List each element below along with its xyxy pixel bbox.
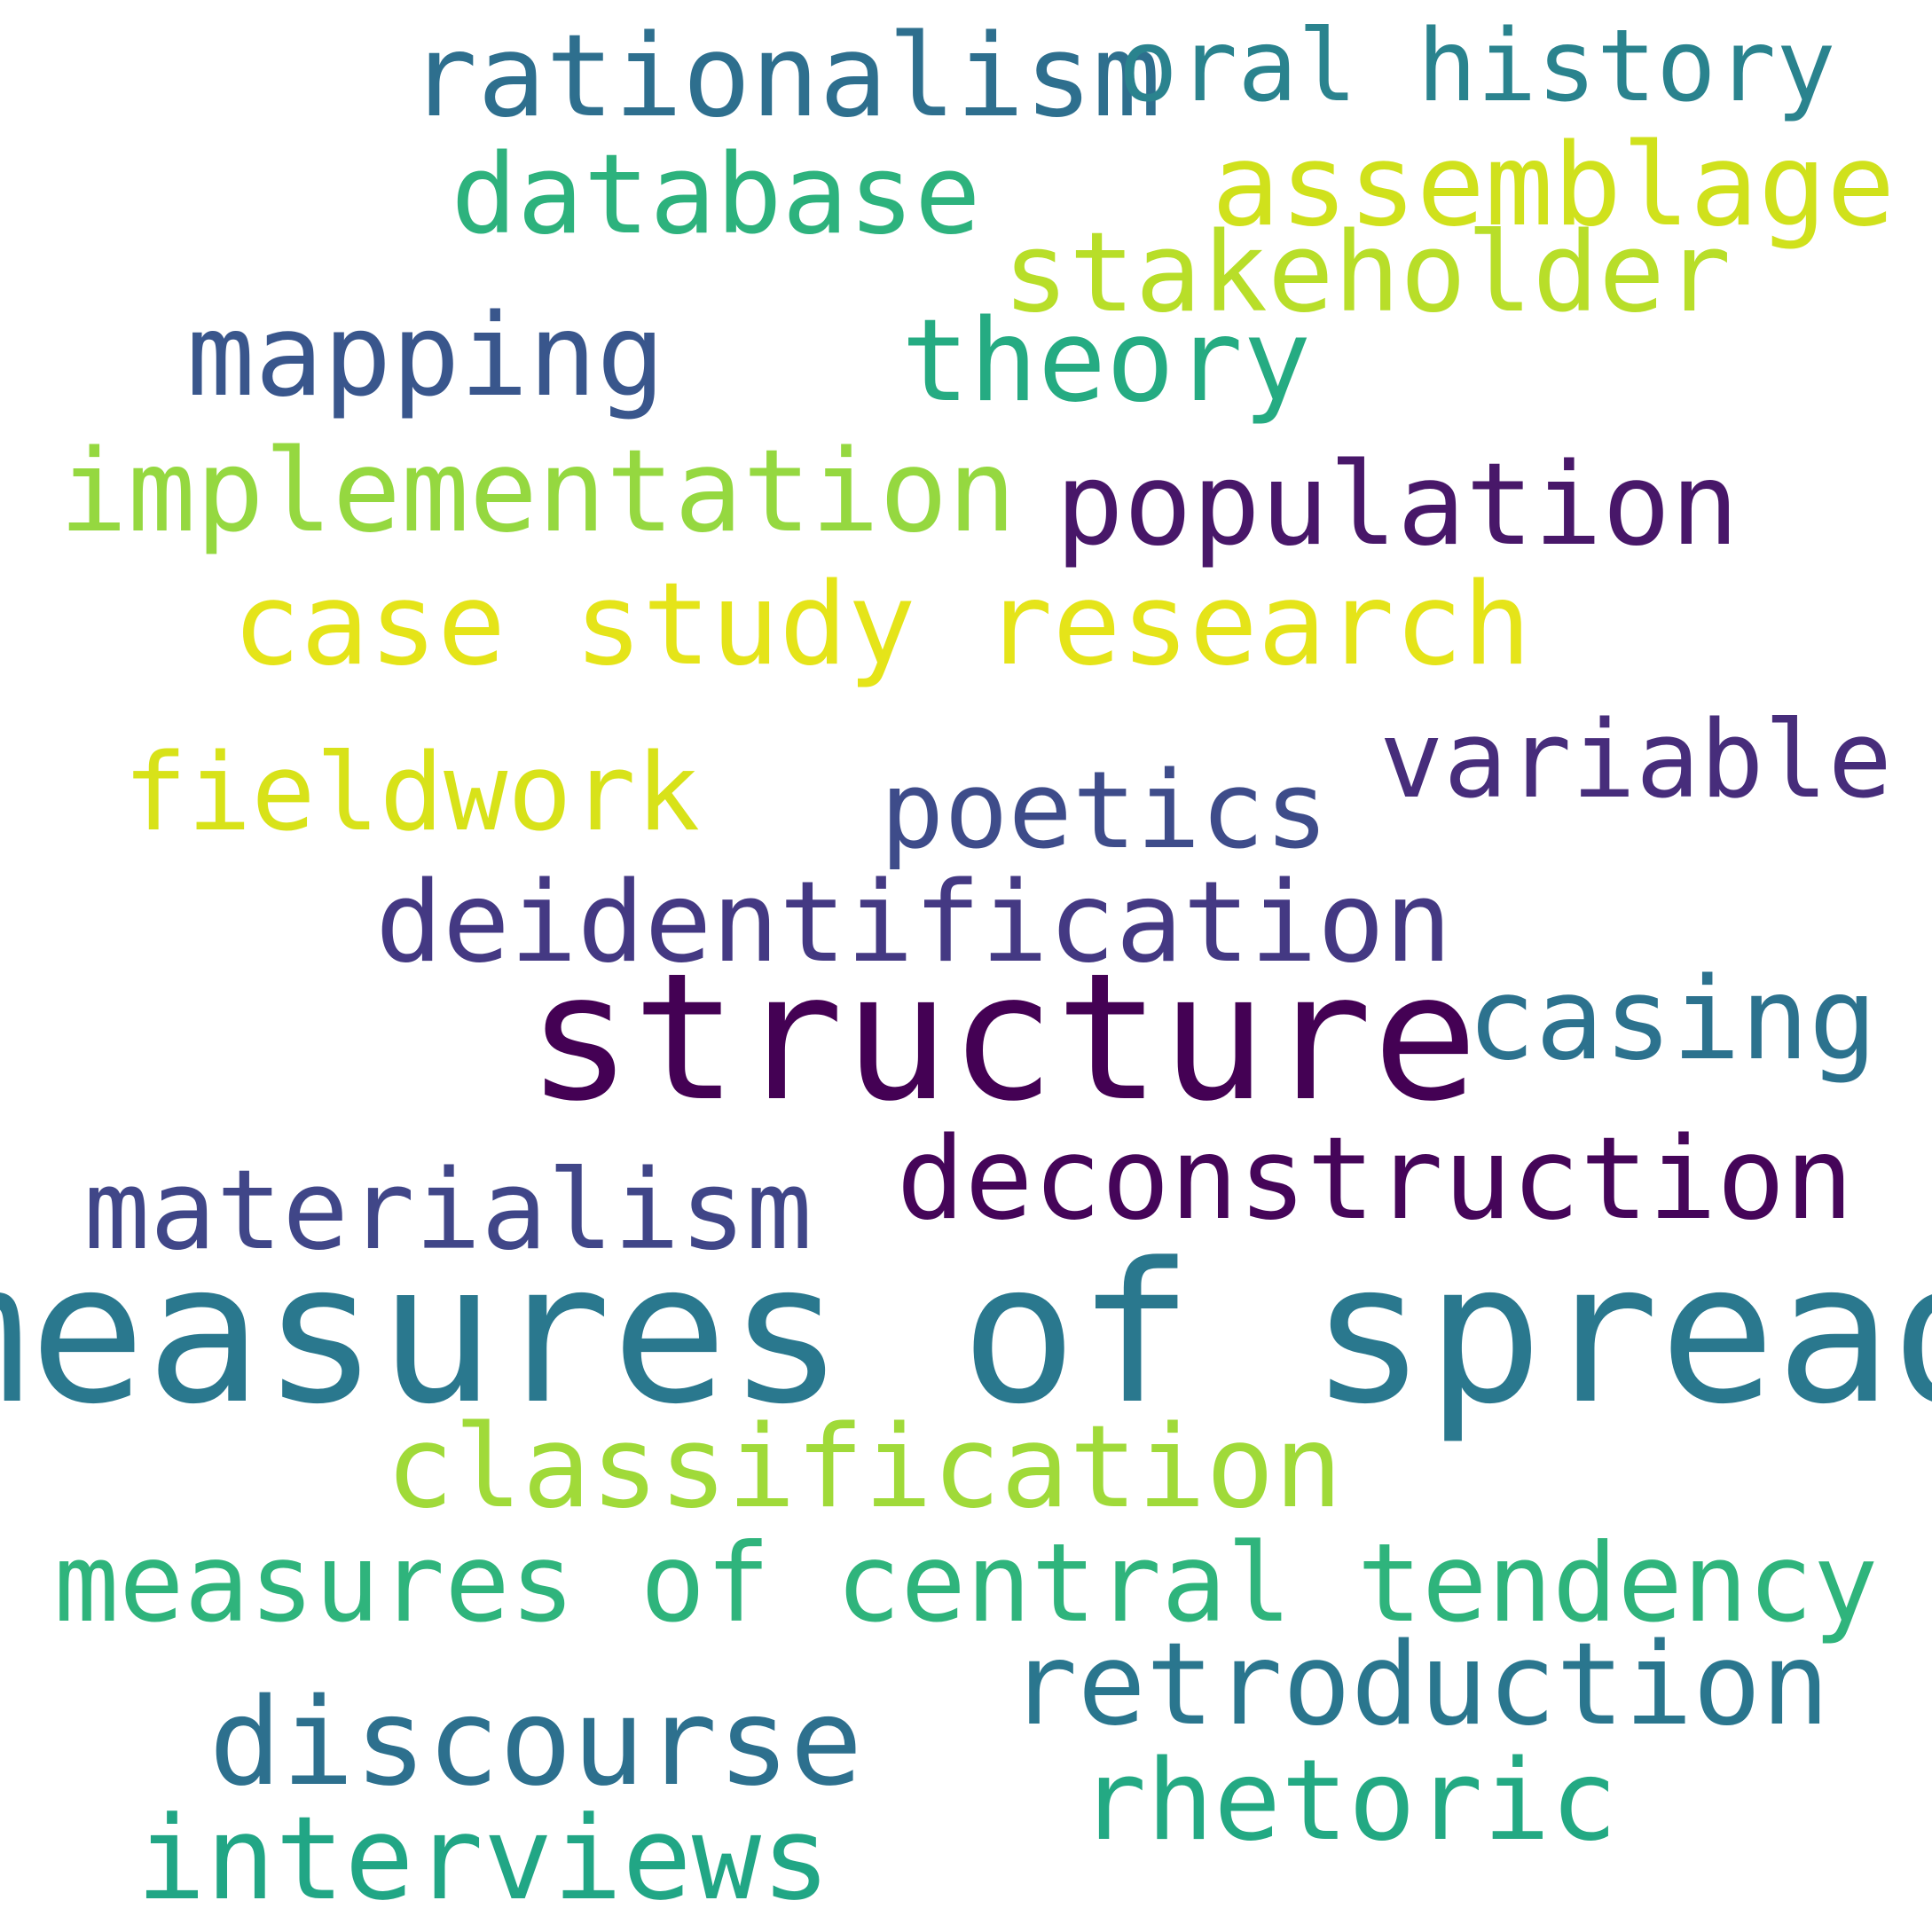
word-deidentification: deidentification bbox=[375, 857, 1452, 987]
word-measures-of-spread: measures of spread bbox=[0, 1222, 1932, 1447]
word-poetics: poetics bbox=[880, 750, 1329, 873]
word-stakeholder: stakeholder bbox=[1002, 209, 1732, 337]
word-measures-of-central-tendency: measures of central tendency bbox=[53, 1520, 1879, 1646]
word-assemblage: assemblage bbox=[1211, 120, 1896, 252]
word-mapping: mapping bbox=[186, 290, 665, 422]
word-discourse: discourse bbox=[208, 1673, 863, 1813]
word-case-study-research: case study research bbox=[232, 559, 1532, 691]
word-deconstruction: deconstruction bbox=[896, 1113, 1854, 1245]
word-theory: theory bbox=[900, 295, 1312, 428]
word-rationalism: rationalism bbox=[409, 11, 1161, 143]
word-oral-history: oral history bbox=[1118, 9, 1836, 124]
word-interviews: interviews bbox=[136, 1791, 831, 1926]
word-retroduction: retroduction bbox=[1009, 1619, 1830, 1751]
word-database: database bbox=[451, 131, 981, 259]
word-implementation: implementation bbox=[59, 426, 1017, 558]
word-population: population bbox=[1055, 439, 1740, 571]
word-rhetoric: rhetoric bbox=[1079, 1735, 1618, 1865]
word-classification: classification bbox=[385, 1402, 1343, 1534]
word-materialism: materialism bbox=[83, 1147, 813, 1275]
word-structure: structure bbox=[526, 935, 1479, 1140]
word-casing: casing bbox=[1466, 954, 1878, 1086]
word-variable: variable bbox=[1379, 699, 1892, 822]
word-fieldwork: fieldwork bbox=[122, 732, 701, 855]
